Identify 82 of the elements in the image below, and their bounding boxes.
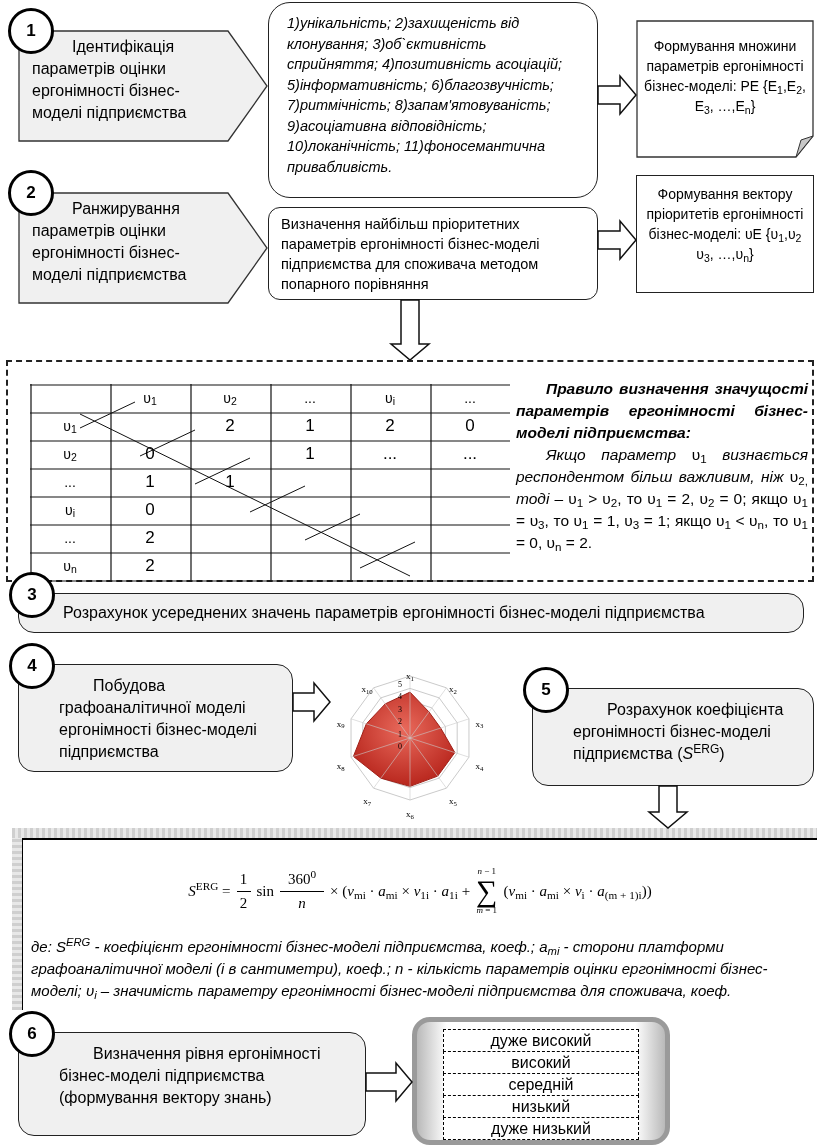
formula-term: 1 [239,870,248,889]
rule-heading: Правило визначення значущості параметрів ергонімності бізнес-моделі підприємства: [516,380,808,441]
table-cell-text: υ$_{2}$ [63,444,77,465]
formula-term: (ν$_{mi}$ · a$_{mi}$ × ν$_{i}$ · a$_{(m + 1)i}$)) [503,881,652,903]
dashed-frame [6,360,814,582]
block-arrow [646,785,690,829]
level-row [443,1073,639,1096]
rounded-box [268,2,598,198]
tick-label: 2 [398,717,402,727]
table-cell-text: 2 [145,527,155,550]
formula-term: n − 1 [477,867,497,876]
level-text: середній [508,1076,574,1093]
formula-term: де: S$^{ERG}$ - коефіцієнт ергонімності бізнес-моделі підприємства, коеф.; a$_{mi}$ - сторони платформи графоаналітичної моделі (і в сантиметри), коеф.; n - кількість параметрів оцінки ергонімності бізнес-моделі; υ$_{i}$ – значимість параметру ергонімності бізнес-моделі підприємства для споживача, коеф. [31,938,768,999]
table-cell-text: 1 [305,443,315,466]
note-box [636,20,814,158]
table-cell-text: υ$_{i}$ [385,388,395,409]
level-text: високий [511,1054,571,1071]
table-cell-text: 1 [145,471,155,494]
process-box [636,175,814,293]
criteria-list-text: 1)унікальність; 2)захищеність від клонування; 3)об`єктивність сприйняття; 4)позитивність асоціацій; 5)інформативність; 6)благозвучність; 7)ритмічність; 8)запам'ятовуваність; 9)асоціативна відповідність; 10)локанічність; 11)фоносемантична привабливість. [287,15,562,175]
table-cell-text: υ$_{n}$ [63,556,77,577]
table-cell-text: ... [464,388,476,408]
table-cell-text: 1 [305,415,315,438]
step-text: Розрахунок усереднених значень параметрів ергонімності бізнес-моделі підприємства [63,604,705,621]
axis-label: x$_{9}$ [336,718,345,729]
step-text: Визначення рівня ергонімності бізнес-моделі підприємства (формування вектору знань) [59,1045,321,1106]
tick-label: 4 [398,692,402,702]
block-arrow [597,73,637,117]
axis-label: x$_{10}$ [361,684,373,695]
rounded-box [268,207,598,300]
step-text: Визначення найбільш пріоритетних параметрів ергонімності бізнес-моделі підприємства для споживача методом попарного порівняння [281,216,540,292]
step-text: Побудова графоаналітичної моделі ергонімності бізнес-моделі підприємства [59,677,257,760]
table-cell-text: 0 [145,499,155,522]
block-arrow [597,218,637,262]
formula-term: sin [256,881,275,901]
formula-term: × (ν$_{mi}$ · a$_{mi}$ × ν$_{1i}$ · a$_{1i}$ + [330,881,471,903]
level-scale-box [412,1017,670,1145]
step-text: Формування вектору пріоритетів ергонімності бізнес-моделі: υE {υ$_{1}$,υ$_{2}$ υ$_{3}$, …,υ$_{n}$} [646,186,804,262]
level-text: дуже низький [491,1120,591,1137]
step-text: Формування множини параметрів ергонімності бізнес-моделі: PE {E$_{1}$,E$_{2}$, E$_{3}$, …,E$_{n}$} [644,38,806,114]
axis-label: x$_{1}$ [406,671,414,681]
tick-label: 3 [398,704,402,714]
table-cell-text: υ$_{i}$ [65,500,75,521]
table-cell-text: υ$_{1}$ [63,416,77,437]
table-cell-text: υ$_{1}$ [143,388,157,409]
table-cell-text: 2 [145,555,155,578]
table-cell-text: ... [64,472,76,492]
formula-term: S$^{ERG}$ = [188,879,231,901]
block-arrow [365,1060,413,1104]
table-cell-text: ... [64,528,76,548]
table-cell-text: υ$_{2}$ [223,388,237,409]
axis-label: x$_{2}$ [448,684,457,695]
table-cell-text: 2 [385,415,395,438]
axis-label: x$_{7}$ [363,795,371,806]
table-cell-text: 2 [225,415,235,438]
level-text: низький [511,1098,571,1115]
axis-label: x$_{4}$ [475,761,484,772]
table-cell-text: 1 [225,471,235,494]
level-row [443,1051,639,1074]
block-arrow [292,680,331,724]
axis-label: x$_{5}$ [448,795,457,806]
formula-term: 360$^{0}$ [287,868,317,889]
table-cell-text: ... [304,388,316,408]
level-row [443,1117,639,1140]
level-row [443,1029,639,1052]
axis-label: x$_{8}$ [336,761,345,772]
step-text: Розрахунок коефіцієнта ергонімності бізнес-моделі підприємства (S$^{ERG}$) [573,701,784,762]
formula-term: n [298,893,306,913]
tick-label: 1 [398,729,402,739]
tick-label: 0 [398,742,402,751]
formula-term: 2 [239,893,248,913]
formula-panel [12,828,817,1010]
table-cell-text: ... [382,443,398,466]
axis-label: x$_{3}$ [475,718,484,729]
rule-text: Якщо параметр υ$_{1}$ визнається респондентом більш важливим, ніж υ$_{2,}$ тоді – υ$_{1}$ > υ$_{2}$, то υ$_{1}$ = 2, υ$_{2}$ = 0; якщо υ$_{1}$ = υ$_{3}$, то υ$_{1}$ = 1, υ$_{3}$ = 1; якщо υ$_{1}$ < υ$_{n}$, то υ$_{1}$ = 0, υ$_{n}$ = 2. [516,446,808,551]
tick-label: 5 [398,680,402,689]
block-arrow [388,299,432,361]
table-cell-text: ... [462,443,478,466]
axis-label: x$_{6}$ [406,809,414,819]
level-text: дуже високий [490,1032,592,1049]
table-cell-text: 0 [465,415,475,438]
level-row [443,1095,639,1118]
